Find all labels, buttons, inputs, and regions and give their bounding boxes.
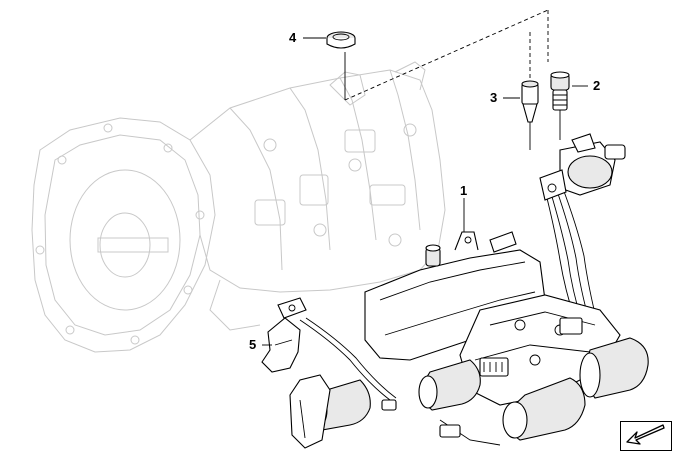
callout-1: 1 [460,183,468,198]
callout-3: 3 [490,90,498,105]
reference-lines [344,9,561,150]
arrow-down-left-icon[interactable] [620,421,672,451]
part-3-pin [521,80,539,123]
callout-2: 2 [593,78,601,93]
callout-4: 4 [289,30,297,45]
callout-5: 5 [249,337,257,352]
part-2-bolt [550,71,570,111]
hydraulic-lines [544,185,599,327]
part-4-plug [326,31,356,49]
part-5-clip [261,297,307,373]
leader-lines [262,37,588,346]
transmission-housing-ghost [31,61,446,353]
part-1-control-unit [289,231,649,449]
pressure-accumulator [539,133,626,201]
